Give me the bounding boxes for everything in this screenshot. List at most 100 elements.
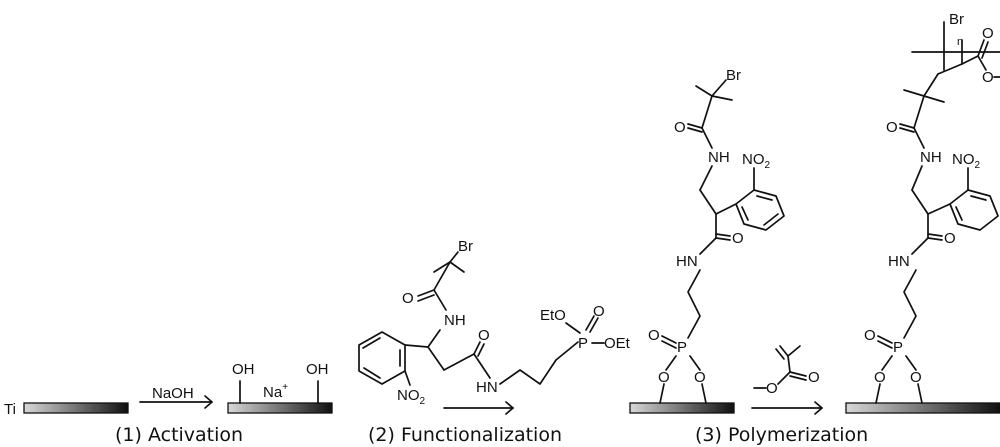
activation-panel: Ti NaOH OH OH Na+ (1) Activation [4, 361, 333, 446]
bond-monomer-carbonyl [787, 355, 791, 373]
bond-ch-ring-grafted [715, 203, 737, 215]
step-1-caption: (1) Activation [115, 424, 243, 446]
bond-hn-carbonyl-grafted [699, 237, 717, 255]
bond-carbonyl-o1 [417, 289, 435, 297]
ring-double-bond-polymer-1 [970, 195, 987, 201]
bond-c-br [449, 251, 459, 263]
bond-carbonyl-quaternary-polymer [913, 95, 925, 129]
bond-carbonyl-hn [473, 353, 491, 379]
titanium-substrate-polymer [845, 402, 1000, 414]
bond-monomer-methyl [787, 345, 801, 357]
bond-surface-o-1 [659, 383, 665, 404]
bond-nh-ch2 [427, 329, 441, 348]
bond-methyl-polymer-2 [923, 95, 945, 103]
bridging-oxygen-3: O [874, 369, 886, 386]
propyl-linker-polymer [903, 269, 917, 339]
nitro-subscript-grafted: 2 [765, 160, 771, 171]
grafted-initiator: O O P O HN O NO2 NH O Br [629, 67, 785, 414]
ring-double-bond-polymer-2 [955, 206, 963, 221]
bond-ch-ring-polymer [927, 203, 951, 215]
bond-p-o-double-a [661, 335, 677, 344]
activation-arrowhead [204, 395, 213, 409]
bond-p-o-1 [589, 317, 599, 333]
polymer-brush: O O P O HN O NO2 NH O Br [845, 11, 1000, 414]
bond-quaternary-carbonyl [433, 261, 451, 291]
carbonyl-oxygen-polymer-1: O [944, 230, 956, 247]
ester-oxygen-polymer: O [982, 69, 994, 86]
step-2-caption: (2) Functionalization [368, 424, 562, 446]
bond-carbonyl-o-polymer-d [899, 127, 915, 133]
bond-methyl-polymer-1 [903, 89, 925, 97]
bridging-oxygen-2: O [694, 369, 706, 386]
bond-methyl-grafted-1 [695, 85, 713, 97]
amide-hn-grafted: HN [676, 253, 698, 270]
nitro-symbol-polymer: NO [952, 151, 975, 168]
nitro-group-polymer: NO2 [952, 151, 981, 171]
phosphoryl-oxygen: O [593, 303, 605, 320]
bond-ch2-nh-grafted [699, 165, 713, 191]
bond-chain-p [555, 341, 579, 361]
bond-monomer-co-b [789, 375, 807, 381]
monomer-carbonyl-oxygen: O [808, 369, 820, 386]
ester-carbonyl-oxygen-polymer: O [982, 25, 994, 42]
ethoxy-label-1: EtO [540, 307, 566, 324]
bond-monomer-vinyl-a [779, 345, 789, 357]
step-3-caption: (3) Polymerization [695, 424, 868, 446]
phosphorus-label: P [578, 335, 588, 352]
bond-p-o-2 [585, 315, 595, 331]
bond-backbone-polymer-1 [923, 73, 939, 97]
ring-double-bond-1 [362, 337, 381, 349]
bond-carbonyl-n [433, 289, 447, 311]
bond-surface-o-2 [701, 383, 707, 404]
nitro-symbol-1: NO [397, 387, 420, 404]
carbonyl-oxygen-1: O [402, 290, 414, 307]
bond-p-o-double-c [877, 335, 893, 344]
functionalization-arrowhead [505, 401, 514, 415]
functionalization-panel: Br O NH NO2 O HN P O EtO OEt [358, 238, 631, 446]
amide-nh-grafted: NH [708, 149, 730, 166]
bond-methyl-right [449, 261, 465, 273]
propyl-linker-grafted [687, 269, 701, 339]
carbonyl-oxygen-polymer-2: O [886, 119, 898, 136]
nitro-subscript-1: 2 [420, 396, 426, 407]
ring-double-bond-2 [363, 367, 381, 379]
bond-c-br-grafted [711, 79, 727, 97]
nitro-subscript-polymer: 2 [975, 160, 981, 171]
bond-monomer-ester [777, 371, 791, 385]
bond-o-p-3 [881, 355, 893, 371]
bond-methyl-left [433, 261, 451, 273]
bromine-label-grafted: Br [726, 67, 741, 84]
bond-chain-carbonyl [443, 353, 475, 371]
titanium-label: Ti [4, 401, 16, 418]
titanium-substrate-bare [23, 402, 129, 414]
titanium-substrate-activated [227, 402, 333, 414]
bond-carbonyl-o-polymer-c [899, 123, 915, 129]
bromine-label-polymer: Br [949, 11, 964, 28]
bond-o-p-1 [665, 355, 677, 371]
bond-ester-co-polymer-a [977, 39, 985, 57]
carbonyl-oxygen-grafted-2: O [674, 119, 686, 136]
bromine-label: Br [458, 238, 473, 255]
titanium-substrate-grafted [629, 402, 735, 414]
monomer-ester-oxygen: O [766, 380, 778, 397]
bond-carbonyl-o4 [477, 343, 485, 357]
nitro-group-1: NO2 [397, 387, 426, 407]
bond-nh-carbonyl-grafted [701, 127, 713, 149]
sodium-symbol: Na [263, 384, 283, 401]
nitro-symbol-grafted: NO [742, 151, 765, 168]
bond-surface-o-4 [917, 383, 923, 404]
bond-ch2-chain [427, 346, 445, 371]
bond-carbonyl-o-polymer-a [927, 237, 943, 241]
bond-carbonyl-quaternary-grafted [701, 95, 713, 129]
repeat-unit-n: n [957, 36, 963, 48]
amide-nh-label: NH [444, 312, 466, 329]
amide-hn-label: HN [476, 379, 498, 396]
bond-ch-ch2-grafted [699, 189, 717, 215]
bond-ester-o-polymer [977, 55, 987, 71]
ring-double-bond-grafted-2 [763, 213, 779, 226]
amide-nh-polymer: NH [920, 149, 942, 166]
bond-ring-nitro [404, 370, 411, 386]
bond-carbonyl-o-polymer-b [927, 233, 943, 237]
bond-carbonyl-o3 [473, 341, 481, 355]
